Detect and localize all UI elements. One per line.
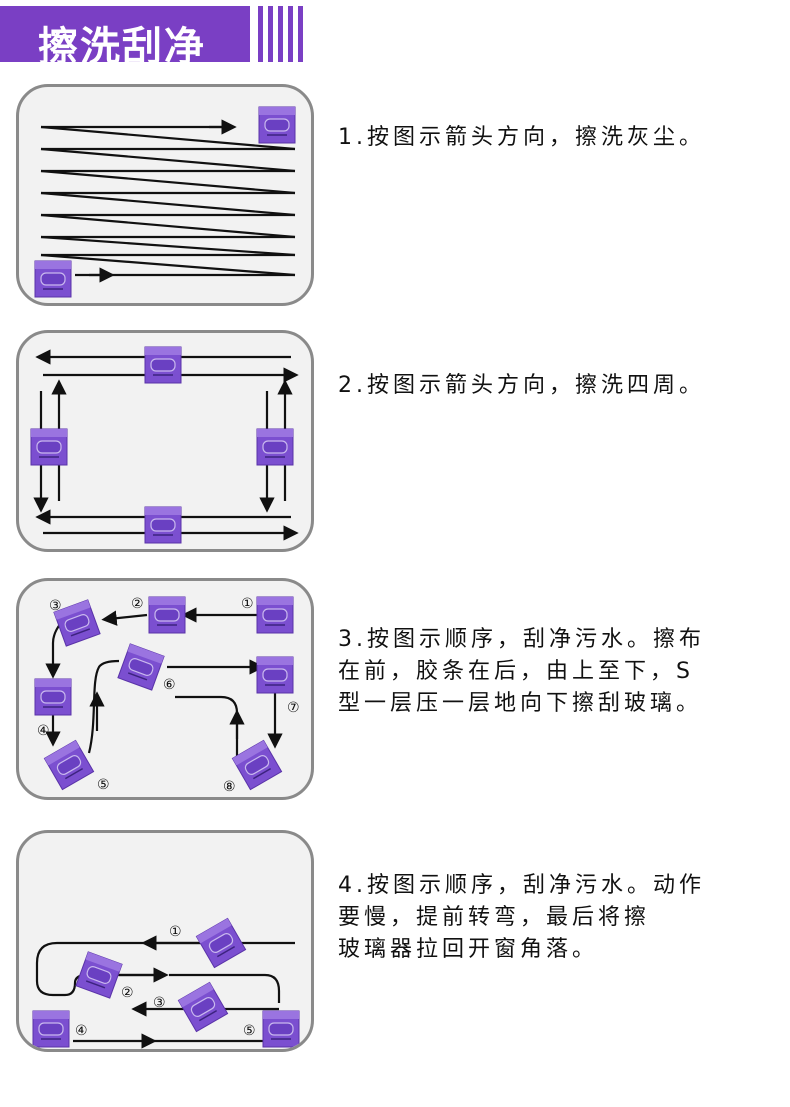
label-7: ⑦ — [287, 700, 300, 716]
window-cleaner-icon — [31, 429, 67, 465]
window-cleaner-icon — [35, 679, 71, 715]
window-cleaner-icon — [257, 657, 293, 693]
title-decoration — [258, 6, 310, 62]
label-2: ② — [131, 596, 144, 612]
window-cleaner-icon — [178, 982, 227, 1031]
window-cleaner-icon — [149, 597, 185, 633]
window-cleaner-icon — [232, 740, 281, 789]
window-cleaner-icon — [145, 347, 181, 383]
page-title: 擦洗刮净 — [38, 14, 206, 72]
label-3: ③ — [153, 995, 166, 1011]
window-cleaner-icon — [196, 918, 245, 967]
window-cleaner-icon — [44, 740, 93, 789]
window-cleaner-icon — [33, 1011, 69, 1047]
label-3: ③ — [49, 598, 62, 614]
step-3-text: 3.按图示顺序，刮净污水。擦布 在前，胶条在后，由上至下，S 型一层压一层地向下… — [338, 624, 758, 720]
window-cleaner-icon — [145, 507, 181, 543]
window-cleaner-icon — [35, 261, 71, 297]
step-2-text: 2.按图示箭头方向，擦洗四周。 — [338, 370, 758, 402]
label-1: ① — [169, 924, 182, 940]
diagram-edge-wiping — [16, 330, 314, 552]
label-8: ⑧ — [223, 779, 236, 795]
diagram-dust-wiping — [16, 84, 314, 306]
label-2: ② — [121, 985, 134, 1001]
diagram-final-scraping: ① ② ③ ④ ⑤ — [16, 830, 314, 1052]
window-cleaner-icon — [263, 1011, 299, 1047]
header: 擦洗刮净 — [0, 0, 310, 62]
step-1-text: 1.按图示箭头方向，擦洗灰尘。 — [338, 122, 758, 154]
label-4: ④ — [37, 723, 50, 739]
window-cleaner-icon — [76, 952, 122, 998]
diagram-s-scraping: ① ② ③ ④ ⑤ ⑥ ⑦ ⑧ — [16, 578, 314, 800]
label-5: ⑤ — [243, 1023, 256, 1039]
label-6: ⑥ — [163, 677, 176, 693]
window-cleaner-icon — [259, 107, 295, 143]
window-cleaner-icon — [257, 597, 293, 633]
step-4-text: 4.按图示顺序，刮净污水。动作 要慢，提前转弯，最后将擦 玻璃器拉回开窗角落。 — [338, 870, 758, 966]
label-5: ⑤ — [97, 777, 110, 793]
window-cleaner-icon — [257, 429, 293, 465]
title-banner: 擦洗刮净 — [0, 6, 250, 62]
label-4: ④ — [75, 1023, 88, 1039]
label-1: ① — [241, 596, 254, 612]
window-cleaner-icon — [118, 644, 164, 690]
